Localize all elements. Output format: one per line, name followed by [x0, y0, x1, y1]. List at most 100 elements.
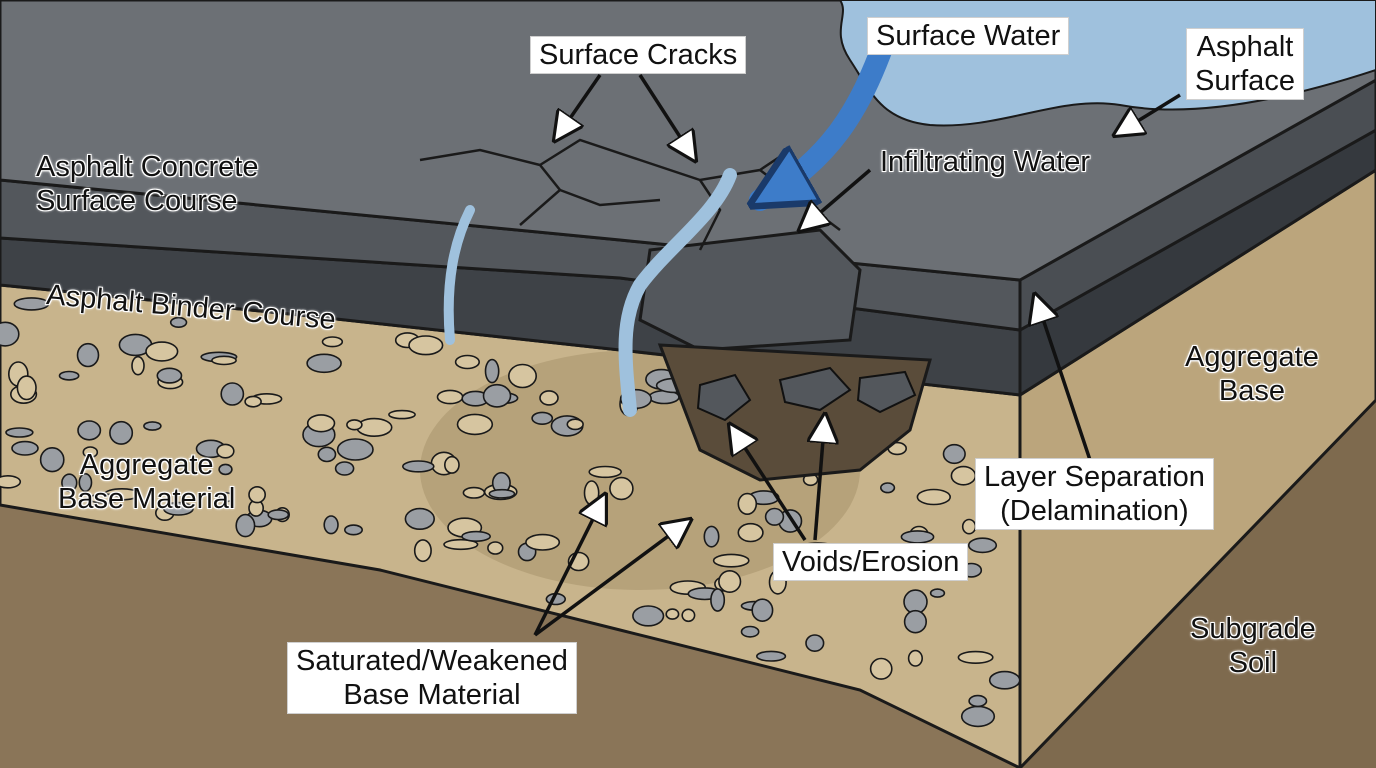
aggregate-stone — [388, 409, 416, 420]
aggregate-stone — [413, 539, 432, 563]
aggregate-stone — [336, 438, 374, 461]
aggregate-stone — [248, 486, 267, 504]
aggregate-stone — [539, 390, 559, 406]
aggregate-stone — [77, 420, 102, 441]
aggregate-stone — [16, 375, 37, 401]
aggregate-stone — [751, 598, 774, 623]
aggregate-stone — [39, 447, 65, 473]
aggregate-stone — [961, 518, 977, 535]
aggregate-stone — [487, 541, 504, 555]
aggregate-stone — [632, 605, 665, 627]
aggregate-stone — [145, 341, 179, 362]
aggregate-stone — [968, 694, 988, 708]
aggregate-stone — [903, 609, 928, 634]
aggregate-stone — [462, 486, 486, 499]
aggregate-stone — [805, 634, 825, 653]
aggregate-stone — [879, 482, 896, 494]
aggregate-stone — [317, 446, 337, 463]
aggregate-stone — [900, 530, 935, 544]
aggregate-stone — [218, 492, 234, 503]
aggregate-stone — [109, 420, 134, 445]
aggregate-stone — [710, 588, 726, 612]
aggregate-stone — [267, 509, 290, 521]
aggregate-stone — [0, 475, 22, 489]
aggregate-stone — [456, 413, 494, 436]
aggregate-stone — [220, 382, 245, 406]
aggregate-stone — [5, 427, 34, 438]
label-voids-erosion: Voids/Erosion — [773, 543, 969, 581]
aggregate-stone — [401, 460, 435, 473]
aggregate-stone — [588, 465, 623, 479]
aggregate-stone — [525, 533, 561, 551]
aggregate-stone — [443, 455, 460, 474]
aggregate-stone — [681, 608, 696, 623]
aggregate-stone — [957, 650, 994, 665]
aggregate-stone — [482, 383, 512, 408]
aggregate-stone — [960, 705, 996, 728]
aggregate-stone — [0, 321, 20, 347]
aggregate-stone — [218, 463, 233, 476]
aggregate-stone — [131, 355, 145, 376]
aggregate-stone — [11, 440, 39, 456]
aggregate-stone — [967, 537, 998, 554]
eroded-chunks — [696, 366, 917, 422]
aggregate-stone — [712, 553, 750, 568]
aggregate-stone — [143, 421, 162, 431]
aggregate-stone — [216, 443, 235, 459]
label-surface-cracks: Surface Cracks — [530, 36, 747, 74]
aggregate-stone — [88, 493, 121, 504]
aggregate-stone — [916, 488, 951, 506]
aggregate-stone — [323, 515, 339, 535]
aggregate-stone — [78, 472, 93, 492]
aggregate-stone — [566, 418, 584, 431]
aggregate-stone — [343, 524, 363, 536]
aggregate-stone — [211, 355, 237, 366]
aggregate-stone — [488, 488, 516, 499]
water-flow-arrow — [760, 29, 896, 211]
aggregate-stone — [13, 297, 50, 311]
aggregate-stone — [737, 522, 764, 543]
aggregate-stones — [0, 297, 1021, 728]
aggregate-stone — [609, 476, 634, 501]
aggregate-stone — [306, 414, 336, 433]
aggregate-stone — [583, 480, 600, 506]
aggregate-stone — [334, 461, 355, 476]
aggregate-stone — [755, 650, 787, 662]
aggregate-stone — [950, 465, 977, 486]
aggregate-stone — [58, 370, 80, 381]
aggregate-stone — [443, 538, 479, 551]
label-surface-water: Surface Water — [867, 17, 1070, 55]
aggregate-stone — [235, 513, 256, 538]
aggregate-stone — [929, 588, 946, 598]
aggregate-stone — [718, 569, 742, 593]
aggregate-stone — [306, 353, 342, 374]
aggregate-stone — [942, 443, 966, 465]
aggregate-stone — [703, 525, 720, 548]
label-layer-separation: Layer Separation(Delamination) — [975, 458, 1214, 530]
aggregate-stone — [454, 354, 481, 370]
aggregate-stone — [82, 446, 99, 459]
aggregate-stone — [162, 501, 194, 516]
aggregate-stone — [321, 336, 344, 348]
aggregate-stone — [461, 530, 492, 543]
aggregate-stone — [156, 367, 183, 384]
aggregate-stone — [988, 670, 1021, 690]
aggregate-stone — [740, 625, 760, 638]
aggregate-stone — [531, 411, 554, 425]
aggregate-stone — [436, 389, 464, 405]
aggregate-stone — [764, 507, 785, 526]
aggregate-stone — [76, 342, 100, 368]
label-pointer-arrows — [533, 74, 1181, 637]
aggregate-stone — [869, 657, 893, 680]
aggregate-stone — [665, 608, 680, 620]
aggregate-stone — [484, 358, 500, 384]
aggregate-stone — [169, 316, 188, 329]
aggregate-stone — [907, 649, 924, 667]
